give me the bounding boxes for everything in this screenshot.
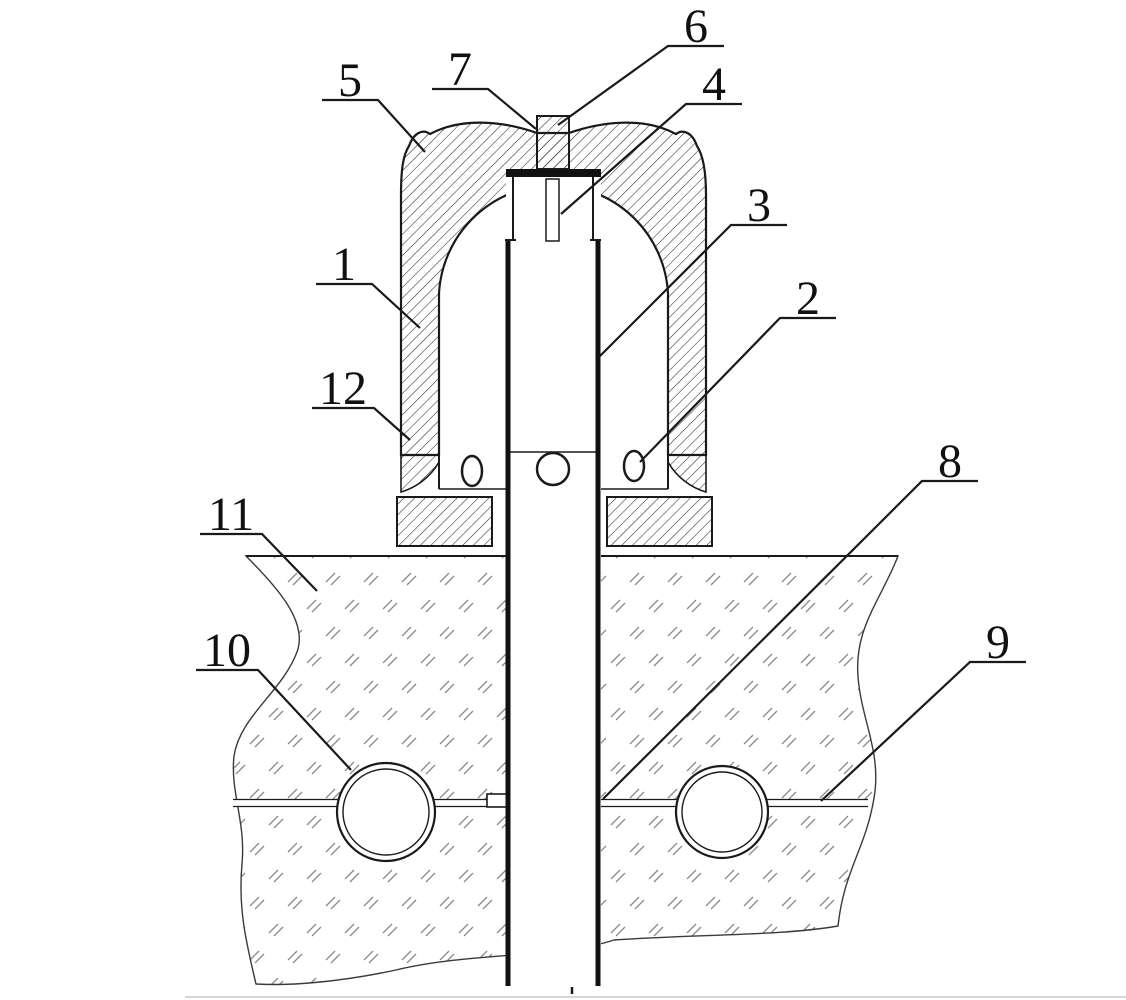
conduit-left-inner [342, 768, 430, 856]
leader-12 [312, 406, 411, 441]
leader-8 [602, 479, 978, 800]
tube-interior [506, 177, 601, 987]
callout-9: 9 [986, 616, 1010, 669]
top-stud [536, 115, 570, 170]
leader-9 [820, 660, 1026, 802]
inner-slot [545, 178, 560, 242]
lock-pin-right [622, 449, 646, 483]
leader-6 [557, 44, 724, 126]
cap-plate [506, 169, 601, 177]
leader-2 [639, 316, 836, 463]
callout-10: 10 [203, 624, 251, 677]
leader-3 [598, 223, 787, 358]
callout-labels: 1 2 3 4 5 6 7 8 9 10 11 12 [203, 0, 1010, 677]
callout-2: 2 [796, 272, 820, 325]
callout-5: 5 [338, 54, 362, 107]
callout-1: 1 [332, 238, 356, 291]
leader-7 [432, 87, 537, 130]
callout-leaders [196, 44, 1026, 802]
leader-10 [196, 668, 352, 771]
lock-pin-left [460, 454, 484, 488]
leader-5 [322, 98, 426, 153]
seam-coupler-tab [486, 793, 508, 808]
callout-6: 6 [684, 0, 708, 53]
lock-ball-center [535, 451, 571, 487]
conduit-right-outer [674, 764, 770, 860]
callout-4: 4 [702, 58, 726, 111]
callout-11: 11 [208, 488, 254, 541]
anchor-tube [460, 115, 646, 994]
callout-8: 8 [938, 435, 962, 488]
flange-block-left [396, 496, 493, 547]
flange-block-right [606, 496, 713, 547]
leader-11 [200, 532, 318, 592]
leader-1 [316, 282, 421, 329]
conduit-left-outer [335, 761, 437, 863]
leader-4 [560, 102, 742, 215]
callout-7: 7 [448, 43, 472, 96]
callout-3: 3 [747, 179, 771, 232]
conduit-right-inner [681, 771, 763, 853]
callout-12: 12 [319, 362, 367, 415]
